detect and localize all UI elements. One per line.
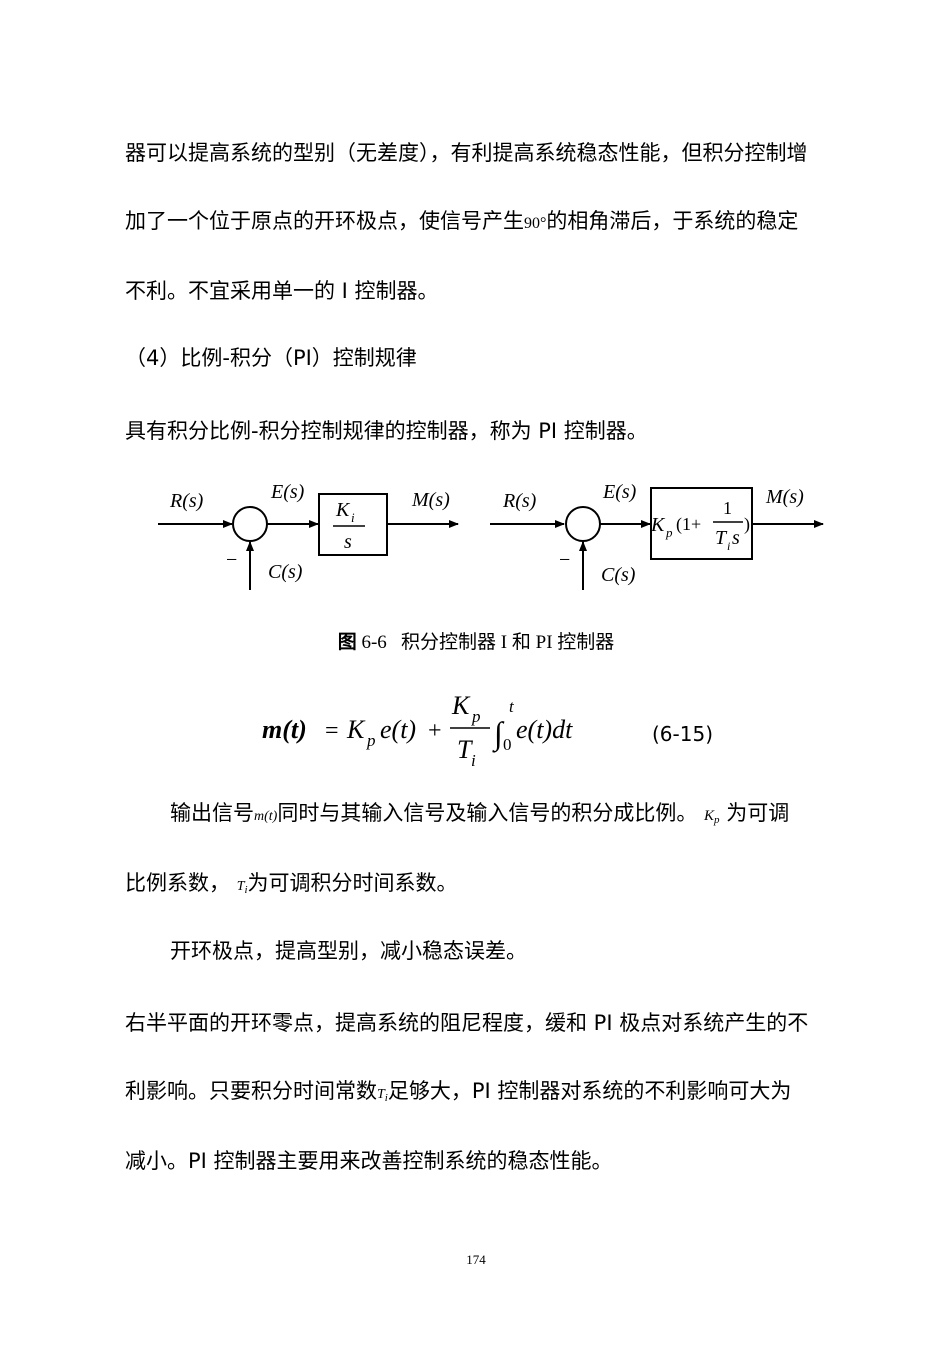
eq-frac-num: K [451, 691, 471, 720]
math-t: T [377, 1087, 385, 1102]
equation-number: (6-15) [652, 722, 713, 746]
text-segment: 加了一个位于原点的开环极点，使信号产生 [125, 209, 524, 233]
caption-text: 积分控制器 I 和 PI 控制器 [401, 632, 615, 653]
eq-equals: = [325, 718, 339, 744]
right-block-frac-den-sub: i [727, 539, 730, 553]
math-t-sub: i [244, 884, 248, 896]
paragraph-line-11: 减小。PI 控制器主要用来改善控制系统的稳态性能。 [125, 1149, 613, 1173]
paragraph-line-1: 器可以提高系统的型别（无差度），有利提高系统稳态性能，但积分控制增 [125, 141, 808, 165]
left-block-denominator: s [344, 531, 352, 553]
right-output-label: M(s) [765, 486, 804, 508]
paragraph-line-2: 加了一个位于原点的开环极点，使信号产生90°的相角滞后，于系统的稳定 [125, 208, 798, 237]
left-error-label: E(s) [270, 481, 305, 503]
left-summing-junction [232, 506, 268, 542]
paragraph-line-6: 输出信号m(t)同时与其输入信号及输入信号的积分成比例。 Kp 为可调 [170, 800, 789, 833]
text-segment: 比例系数， [125, 871, 230, 895]
paragraph-line-10: 利影响。只要积分时间常数Ti足够大，PI 控制器对系统的不利影响可大为 [125, 1078, 791, 1111]
text-segment: 的相角滞后，于系统的稳定 [546, 209, 799, 233]
math-t-sub: i [384, 1092, 388, 1104]
block-diagram: R(s) E(s) K i s M(s) − C(s) R(s) E(s) K … [158, 481, 824, 590]
left-input-label: R(s) [169, 490, 204, 512]
text-segment: 足够大，PI 控制器对系统的不利影响可大为 [387, 1079, 792, 1103]
math-k: K [704, 808, 715, 824]
right-block-close: ) [744, 514, 750, 535]
eq-frac-num-sub: p [471, 707, 481, 726]
right-minus-sign: − [559, 549, 570, 571]
right-diagram: R(s) E(s) K p (1+ 1 T i s ) M(s) − C(s) [490, 481, 824, 590]
text-segment: 利影响。只要积分时间常数 [125, 1079, 377, 1103]
right-block-k: K [650, 514, 666, 536]
left-diagram: R(s) E(s) K i s M(s) − C(s) [158, 481, 459, 590]
eq-k: K [346, 715, 366, 744]
paragraph-line-3: 不利。不宜采用单一的 I 控制器。 [125, 279, 439, 303]
eq-lower-limit: 0 [503, 735, 512, 754]
paragraph-line-8: 开环极点，提高型别，减小稳态误差。 [170, 939, 527, 963]
left-block-numerator-sub: i [351, 510, 355, 525]
left-output-label: M(s) [411, 489, 450, 511]
right-block-frac-den-s: s [732, 527, 740, 549]
page-number: 174 [466, 1252, 486, 1267]
paragraph-line-5: 具有积分比例-积分控制规律的控制器，称为 PI 控制器。 [125, 419, 648, 443]
text-segment: 输出信号 [170, 801, 254, 825]
left-minus-sign: − [226, 549, 237, 571]
paragraph-line-9: 右半平面的开环零点，提高系统的阻尼程度，缓和 PI 极点对系统产生的不 [125, 1011, 809, 1035]
text-segment: 为可调 [726, 801, 790, 825]
paragraph-line-7: 比例系数， Ti为可调积分时间系数。 [125, 870, 458, 903]
caption-label: 图 [337, 631, 357, 653]
right-feedback-label: C(s) [601, 564, 636, 586]
eq-frac-den-sub: i [471, 751, 476, 770]
eq-integrand: e(t)dt [516, 715, 573, 744]
math-m-t: m(t) [254, 809, 278, 824]
left-block-numerator: K [335, 499, 351, 521]
math-t: T [236, 879, 245, 894]
right-summing-junction [565, 506, 601, 542]
text-segment: 同时与其输入信号及输入信号的积分成比例。 [277, 801, 698, 825]
right-block-frac-den-t: T [715, 527, 728, 549]
math-k-sub: p [714, 814, 720, 826]
right-error-label: E(s) [602, 481, 637, 503]
eq-frac-den: T [457, 735, 473, 764]
caption-number: 6-6 [361, 632, 387, 653]
eq-e-term: e(t) [380, 715, 416, 744]
eq-upper-limit: t [509, 697, 515, 716]
right-block-frac-num: 1 [723, 498, 732, 518]
left-feedback-label: C(s) [268, 561, 303, 583]
equation-6-15: m(t) = K p e(t) + K p T i ∫ t 0 e(t)dt [262, 691, 573, 770]
eq-k-sub: p [366, 731, 376, 750]
degree-value: 90° [524, 215, 547, 232]
right-block-k-sub: p [665, 525, 673, 540]
section-heading: （4）比例-积分（PI）控制规律 [125, 346, 417, 370]
figure-caption: 图 6-6 积分控制器 I 和 PI 控制器 [0, 627, 952, 654]
eq-lhs: m(t) [262, 715, 307, 744]
right-block-open: (1+ [676, 514, 701, 535]
eq-plus: + [428, 718, 442, 744]
text-segment: 为可调积分时间系数。 [247, 871, 458, 895]
right-input-label: R(s) [502, 490, 537, 512]
eq-integral-sign: ∫ [492, 715, 505, 753]
